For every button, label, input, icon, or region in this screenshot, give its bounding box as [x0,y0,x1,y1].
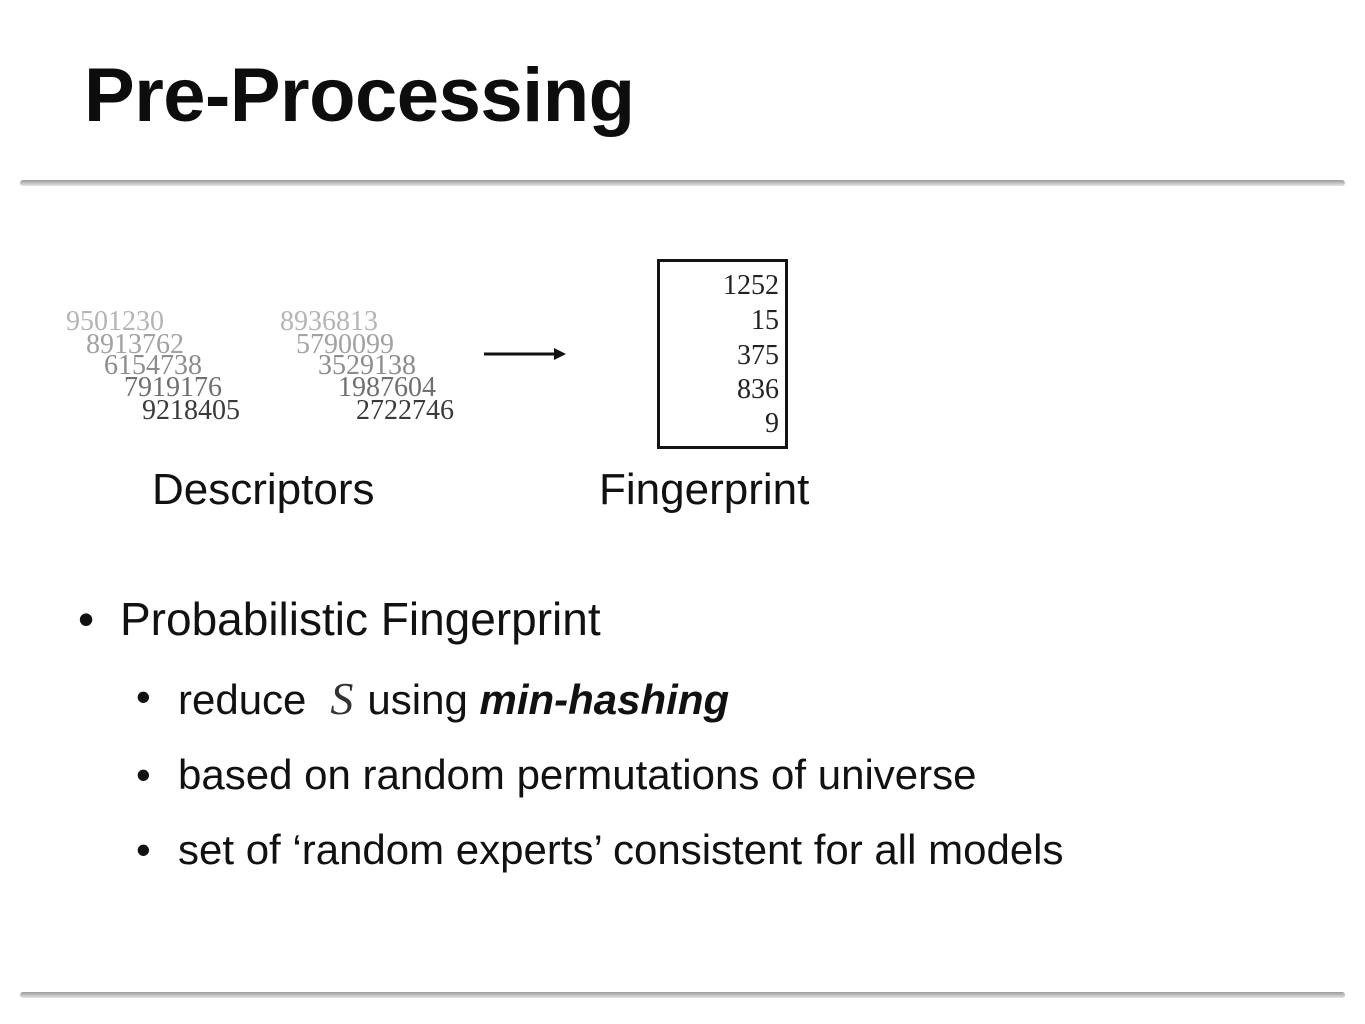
right-arrow-icon [484,348,566,360]
descriptor-value: 5790099 [296,329,394,360]
fingerprint-value: 1252 [723,270,779,301]
slide-title: Pre-Processing [84,53,635,138]
descriptor-value: 8936813 [280,306,378,337]
top-divider [20,180,1345,186]
bullet-dot: • [136,673,151,720]
descriptor-value: 9501230 [66,306,164,337]
bottom-divider [20,992,1345,998]
descriptor-value: 7919176 [124,372,222,403]
bullet-dot: • [136,826,151,873]
fingerprint-value: 375 [737,340,779,371]
bullet-dot: • [78,593,95,645]
descriptor-value: 2722746 [356,395,454,426]
bullet-dot: • [136,751,151,798]
bullet-text-before: reduce [178,676,307,723]
descriptor-value: 1987604 [338,372,436,403]
fingerprint-box: 1252 15 375 836 9 [657,259,788,449]
set-s-symbol: S [330,673,354,724]
fingerprint-value: 15 [751,305,779,336]
fingerprint-caption: Fingerprint [599,465,810,514]
bullet-text: based on random permutations of universe [178,751,977,798]
bullet-text-middle: using [367,676,468,723]
descriptors-caption: Descriptors [152,465,375,514]
descriptor-value: 9218405 [142,395,240,426]
descriptor-value: 3529138 [318,350,416,381]
bullet-text: set of ‘random experts’ consistent for a… [178,826,1064,873]
descriptor-value: 6154738 [104,350,202,381]
bullet-text: Probabilistic Fingerprint [120,593,601,645]
fingerprint-value: 836 [737,374,779,405]
fingerprint-value: 9 [765,408,779,439]
min-hashing-emphasis: min-hashing [479,676,730,723]
descriptor-value: 8913762 [86,329,184,360]
